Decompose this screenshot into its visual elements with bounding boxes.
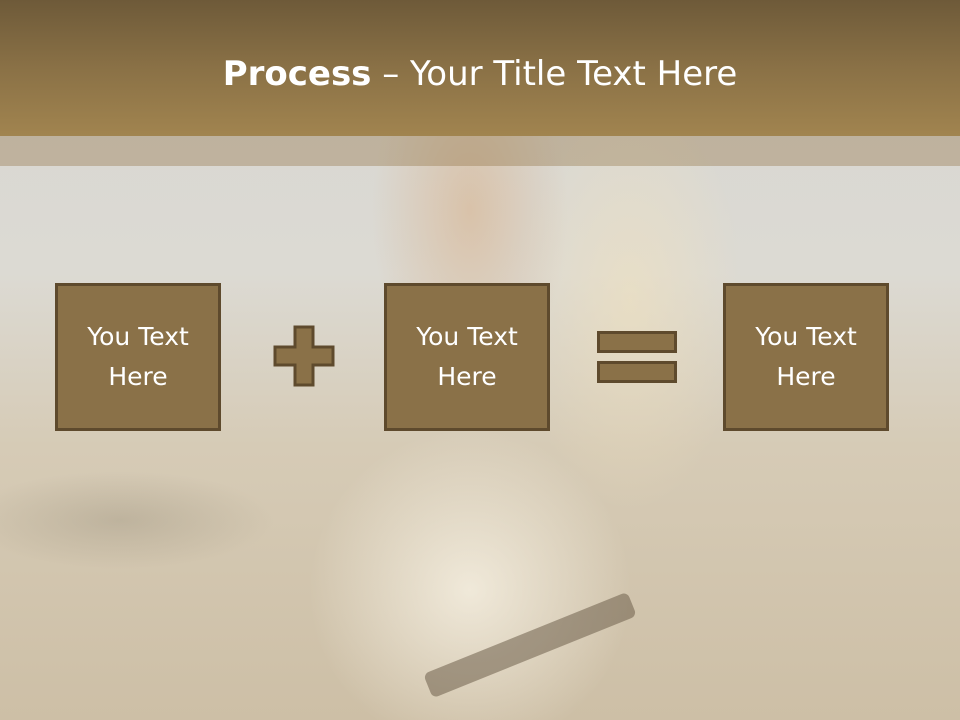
header-shadow-band <box>0 136 960 166</box>
equals-icon <box>597 331 677 383</box>
process-box-2[interactable]: You Text Here <box>384 283 550 431</box>
slide-title[interactable]: Process – Your Title Text Here <box>0 50 960 98</box>
plus-icon <box>273 325 335 387</box>
process-box-1[interactable]: You Text Here <box>55 283 221 431</box>
process-box-3[interactable]: You Text Here <box>723 283 889 431</box>
title-bar: Process – Your Title Text Here <box>0 0 960 136</box>
slide-title-bold: Process <box>222 54 372 94</box>
slide-title-rest: – Your Title Text Here <box>371 54 738 94</box>
